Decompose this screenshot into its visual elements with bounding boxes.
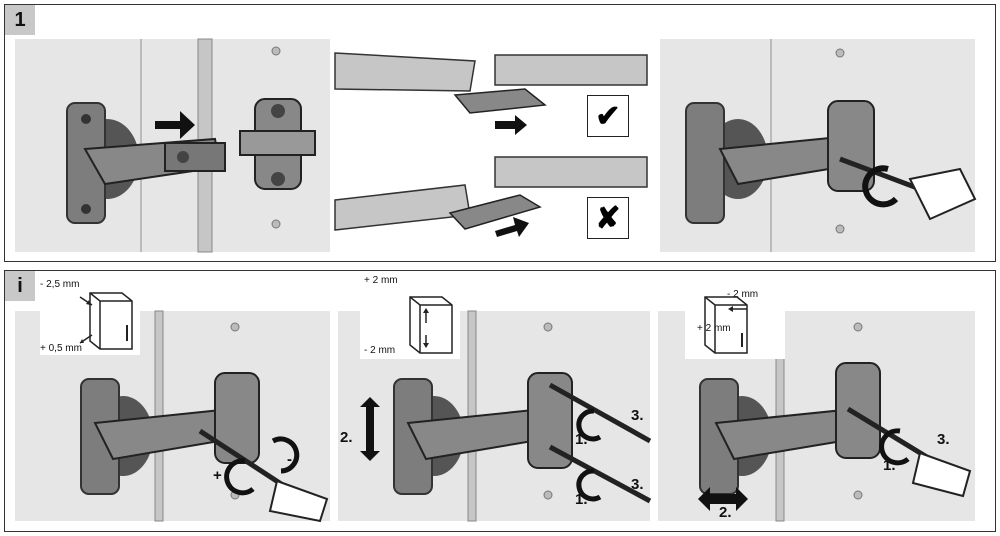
depth-adjust-illustration: [80, 310, 329, 523]
height-plus-label: + 2 mm: [364, 275, 398, 286]
height-diagram-card: + 2 mm - 2 mm: [360, 275, 460, 359]
step-3-label-upper: 3.: [631, 407, 644, 424]
minus-label: -: [287, 451, 292, 468]
height-minus-label: - 2 mm: [364, 345, 396, 356]
step-1-label-upper: 1.: [575, 431, 588, 448]
side-adjust-illustration: [698, 310, 972, 522]
depth-plus-label: + 0,5 mm: [40, 343, 82, 354]
depth-minus-label: - 2,5 mm: [40, 279, 80, 290]
step-badge: 1: [5, 5, 35, 35]
panel-tighten-screw: [660, 39, 977, 252]
plus-label: +: [213, 467, 222, 484]
side-plus-label: + 2 mm: [697, 323, 731, 334]
cabinet-box-icon-2: [409, 296, 453, 354]
panel-side-adjust: [658, 310, 975, 522]
tighten-screw-illustration: [685, 39, 977, 252]
side-minus-label: - 2 mm: [727, 289, 759, 300]
step-3-label-lower: 3.: [631, 476, 644, 493]
assembly-section: 1: [4, 4, 996, 262]
orientation-illustration: [334, 52, 648, 237]
step-2-side-label: 2.: [719, 504, 732, 521]
wrong-cross-icon: ✘: [587, 197, 629, 239]
panel-attach-hinge: [15, 38, 330, 253]
cabinet-box-icon: [79, 292, 133, 350]
height-adjust-illustration: [360, 310, 652, 522]
panel-orientation: ✔ ✘: [334, 45, 650, 250]
correct-checkmark-icon: ✔: [587, 95, 629, 137]
adjustment-section: i - 2,5 mm + 0,5 mm + -: [4, 270, 996, 532]
step-1-label-lower: 1.: [575, 491, 588, 508]
side-diagram-card: - 2 mm + 2 mm: [685, 283, 785, 359]
depth-diagram-card: - 2,5 mm + 0,5 mm: [40, 279, 140, 355]
cabinet-box-icon-3: [704, 296, 748, 354]
step-1-side-label: 1.: [883, 457, 896, 474]
attach-hinge-illustration: [66, 38, 316, 253]
info-badge: i: [5, 271, 35, 301]
step-2-move-label: 2.: [340, 429, 353, 446]
step-3-side-label: 3.: [937, 431, 950, 448]
